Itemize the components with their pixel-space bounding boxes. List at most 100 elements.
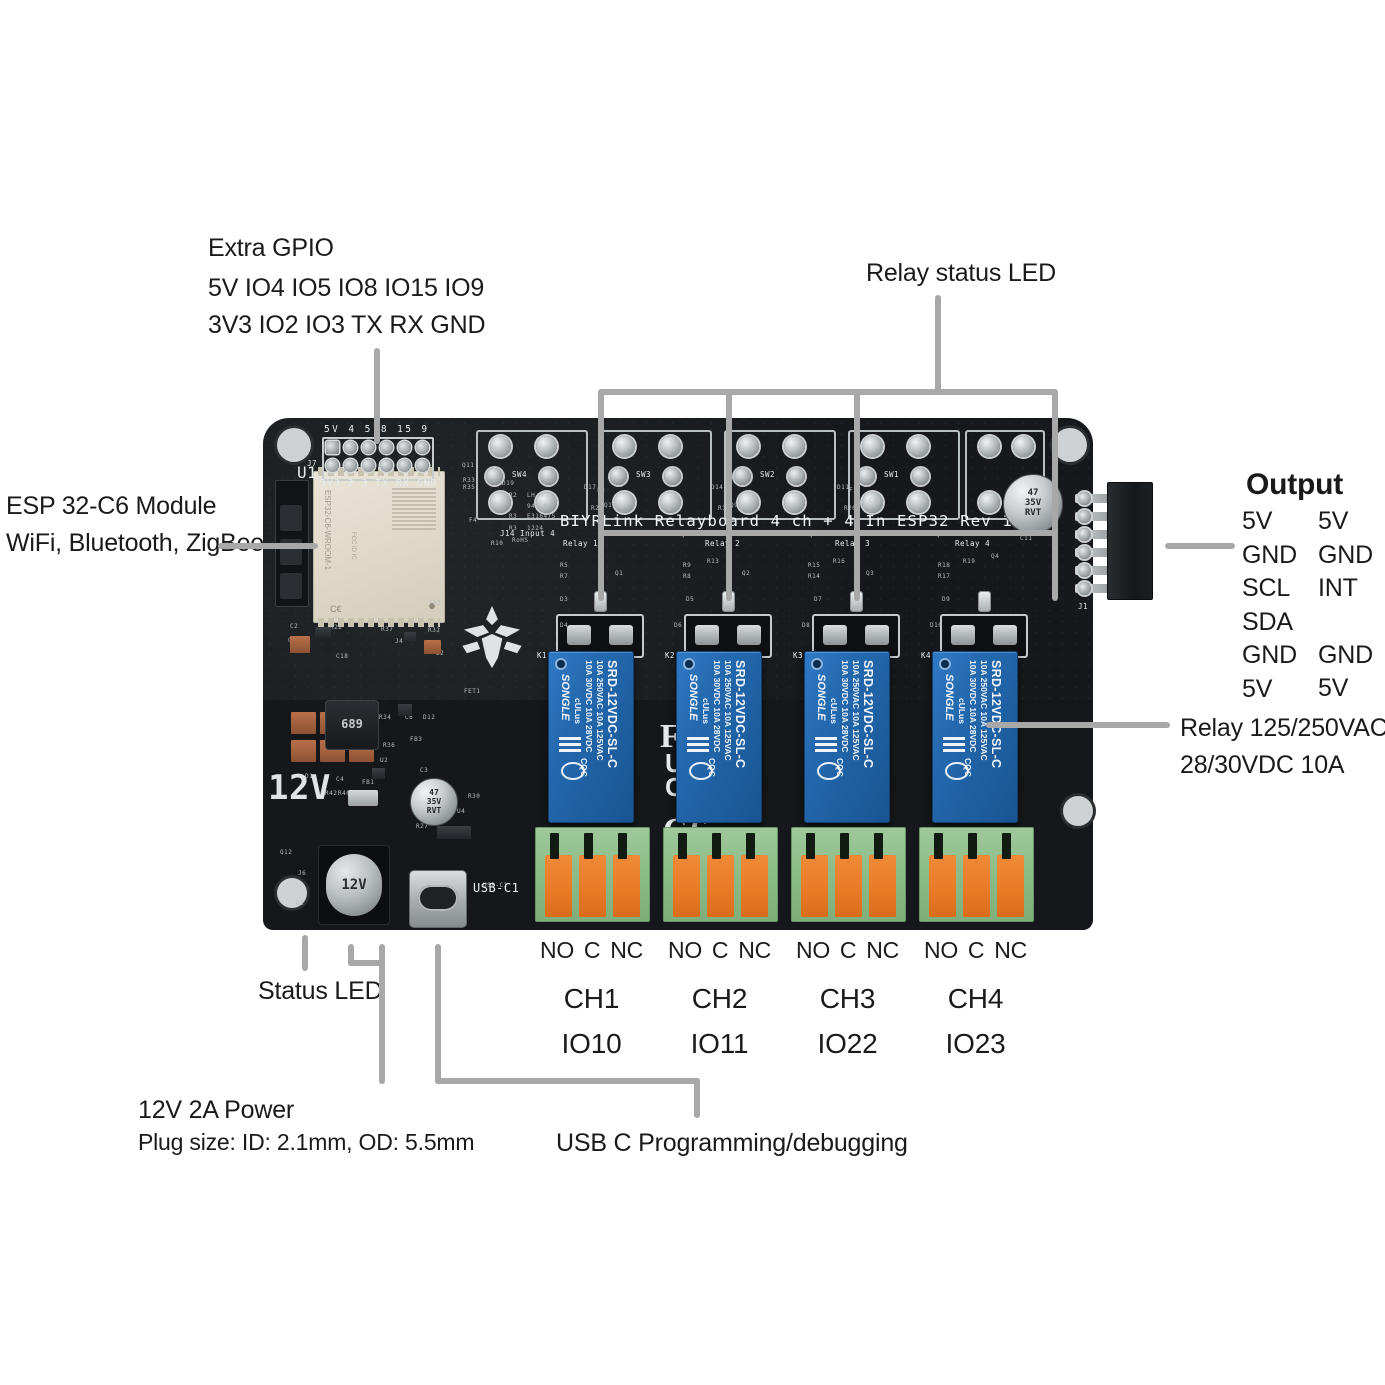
relay-status-led-2 (723, 592, 734, 611)
relay-k4-brand: SONGLE (943, 674, 955, 721)
ch3-gpio: IO22 (817, 1028, 878, 1060)
relay-k2-part: SRD-12VDC-SL-C (733, 660, 747, 769)
relay-k1-part: SRD-12VDC-SL-C (605, 660, 619, 769)
input-block-4: SW4 (476, 430, 588, 520)
silk-k3: K3 (793, 651, 804, 660)
ch3-term-nc: NC (866, 937, 900, 963)
output-left-0: 5V (1242, 507, 1273, 535)
mounting-hole-top-left (277, 428, 311, 462)
relay-status-led-drop-3 (854, 389, 860, 601)
silk-j7: J7 (307, 459, 318, 468)
status-led-label: Status LED (258, 977, 383, 1005)
usb-leader-drop (694, 1078, 700, 1118)
relay-status-led-bracket-seg-1 (598, 530, 728, 536)
silk-relay-3: Relay 3 (835, 539, 871, 548)
output-header-j1[interactable] (1107, 482, 1153, 600)
ch3-term-no: NO (795, 937, 831, 963)
usb-leader-vertical (435, 944, 441, 1084)
power-leader-vertical (379, 944, 385, 1084)
ch3-name: CH3 (819, 982, 876, 1014)
terminal-block-ch3[interactable] (791, 827, 906, 922)
relay-spec-leader (986, 722, 1170, 728)
output-right-4: GND (1318, 640, 1373, 669)
relay-k2: SRD-12VDC-SL-C 10A 250VAC 10A 125VAC 10A… (676, 651, 762, 823)
ch2-term-c: C (711, 937, 729, 963)
terminal-block-ch4[interactable] (919, 827, 1034, 922)
channel-1-labels: NO C NC CH1 IO10 (535, 935, 648, 1063)
relay-status-led-drop-1 (598, 389, 604, 601)
terminal-block-ch2[interactable] (663, 827, 778, 922)
relay-status-led-3 (851, 592, 862, 611)
silkscreen-title: BIYRLink Relayboard 4 ch + 4 In ESP32 Re… (560, 512, 1034, 530)
relay-status-led-bracket (598, 389, 1058, 395)
output-left-1: GND (1242, 540, 1297, 569)
output-left-2: SCL (1242, 574, 1291, 602)
gpio-header-bottom-labels: 3V3 2 3 TX RX GND (320, 478, 438, 489)
ch4-term-nc: NC (994, 937, 1028, 963)
relay-k4-part: SRD-12VDC-SL-C (989, 660, 1003, 769)
usb-leader-horizontal (435, 1078, 700, 1084)
output-right-column: 5V GND INT GND 5V (1318, 505, 1385, 706)
silk-u1: U1 (297, 463, 318, 482)
silk-k2: K2 (665, 651, 676, 660)
silk-j1: J1 (1078, 602, 1089, 611)
relay-status-led-bracket-seg-3 (854, 530, 1054, 536)
relay-k4: SRD-12VDC-SL-C 10A 250VAC 10A 125VAC 10A… (932, 651, 1018, 823)
extra-gpio-leader (374, 348, 380, 444)
ch4-term-no: NO (923, 937, 959, 963)
usb-label: USB C Programming/debugging (556, 1129, 908, 1157)
dc-barrel-jack: 12V (318, 845, 390, 925)
channel-3-labels: NO C NC CH3 IO22 (791, 935, 904, 1063)
silk-c11: C11 (1020, 535, 1033, 542)
relay-socket-3 (812, 614, 900, 658)
power-inductor: 689 (325, 700, 379, 750)
ch1-term-no: NO (539, 937, 575, 963)
silk-relay-2: Relay 2 (705, 539, 741, 548)
relay-spec-line1: Relay 125/250VAC 10A (1180, 714, 1385, 742)
output-left-4: GND (1242, 641, 1297, 669)
relay-k1-brand: SONGLE (559, 674, 571, 721)
extra-gpio-line1: 5V IO4 IO5 IO8 IO15 IO9 (208, 274, 485, 302)
silk-k1: K1 (537, 651, 548, 660)
input-block-1: SW1 (848, 430, 960, 520)
ch3-term-c: C (839, 937, 857, 963)
silk-k4: K4 (921, 651, 932, 660)
ch1-term-c: C (583, 937, 601, 963)
relay-k3: SRD-12VDC-SL-C 10A 250VAC 10A 125VAC 10A… (804, 651, 890, 823)
relay-status-led-bracket-seg-2 (726, 530, 856, 536)
silk-12v: 12V (268, 768, 331, 808)
power-leader-jack-join (348, 960, 385, 966)
extra-gpio-line2: 3V3 IO2 IO3 TX RX GND (208, 311, 486, 339)
ch2-name: CH2 (691, 982, 748, 1014)
output-right-0: 5V (1318, 507, 1349, 535)
ch1-term-nc: NC (610, 937, 644, 963)
terminal-block-ch1[interactable] (535, 827, 650, 922)
input-block-3: SW3 (600, 430, 712, 520)
ch4-name: CH4 (947, 982, 1004, 1014)
gpio-header-top-labels: 5V 4 5 8 15 9 (324, 424, 430, 435)
relay-status-led-label: Relay status LED (866, 259, 1056, 287)
output-right-5: 5V (1318, 674, 1349, 702)
silk-j14: J14 Input 4 (500, 529, 556, 538)
ch4-term-c: C (967, 937, 985, 963)
ch4-gpio: IO23 (945, 1028, 1006, 1060)
output-left-5: 5V (1242, 674, 1273, 703)
ch2-term-nc: NC (738, 937, 772, 963)
esp-module-line1: ESP 32-C6 Module (6, 492, 217, 520)
silk-relay-4: Relay 4 (955, 539, 991, 548)
mounting-hole-bottom-right (1063, 796, 1093, 826)
brand-bird-logo (462, 605, 522, 669)
relay-spec-line2: 28/30VDC 10A (1180, 751, 1345, 779)
relay-status-led-leader (935, 295, 941, 395)
ch2-gpio: IO11 (690, 1028, 749, 1060)
usb-c-connector (409, 870, 467, 928)
output-right-1: GND (1318, 540, 1373, 569)
output-heading: Output (1246, 468, 1344, 501)
relay-k2-brand: SONGLE (687, 674, 699, 721)
ch1-name: CH1 (563, 982, 620, 1014)
jack-voltage-label: 12V (341, 877, 367, 893)
channel-4-labels: NO C NC CH4 IO23 (919, 935, 1032, 1063)
power-line1: 12V 2A Power (138, 1096, 295, 1124)
